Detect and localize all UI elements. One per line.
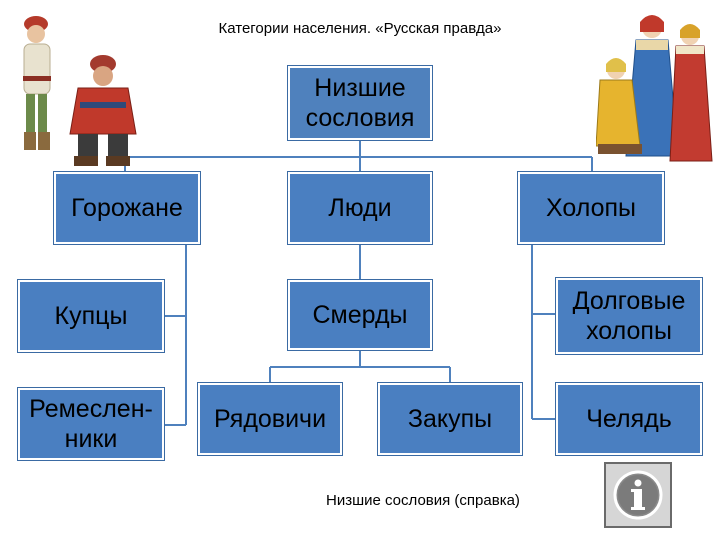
node-dolgovye-label-line1: Долговые: [572, 287, 686, 315]
node-kuptsy-label: Купцы: [54, 302, 128, 330]
node-lyudi: Люди: [287, 171, 433, 245]
node-kuptsy: Купцы: [17, 279, 165, 353]
info-button[interactable]: [604, 462, 672, 528]
node-zakupy: Закупы: [377, 382, 523, 456]
node-ryadovichi: Рядовичи: [197, 382, 343, 456]
node-lyudi-label: Люди: [328, 194, 392, 222]
root-node-label-line1: Низшие: [314, 74, 406, 102]
node-smerdy: Смерды: [287, 279, 433, 351]
info-icon: [613, 470, 663, 520]
node-remeslenniki: Ремеслен- ники: [17, 387, 165, 461]
node-gorozhane-label: Горожане: [71, 194, 183, 222]
node-dolgovye-label-line2: холопы: [586, 317, 672, 345]
node-chelyad: Челядь: [555, 382, 703, 456]
root-node-label-line2: сословия: [305, 104, 415, 132]
node-remeslenniki-label-line2: ники: [64, 425, 118, 453]
node-gorozhane: Горожане: [53, 171, 201, 245]
medieval-men-illustration: [23, 16, 137, 166]
reference-caption[interactable]: Низшие сословия (справка): [326, 492, 520, 509]
node-zakupy-label: Закупы: [407, 405, 493, 433]
node-kholopy-label: Холопы: [545, 194, 637, 222]
node-chelyad-label: Челядь: [586, 405, 672, 433]
root-node-lower-estates: Низшие сословия: [287, 65, 433, 141]
node-dolgovye-kholopy: Долговые холопы: [555, 277, 703, 355]
slide-title: Категории населения. «Русская правда»: [218, 20, 502, 37]
node-remeslenniki-label-line1: Ремеслен-: [29, 395, 153, 423]
node-kholopy: Холопы: [517, 171, 665, 245]
node-smerdy-label: Смерды: [312, 301, 408, 329]
medieval-women-illustration: [596, 15, 713, 162]
node-ryadovichi-label: Рядовичи: [213, 405, 327, 433]
